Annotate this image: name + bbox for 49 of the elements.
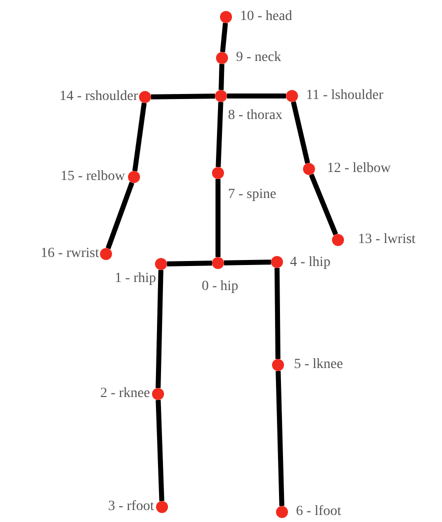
bone-line [276, 370, 284, 506]
joint-label: 8 - thorax [228, 108, 282, 124]
joint-dot [128, 171, 140, 183]
joint-label: 15 - relbow [60, 169, 125, 185]
joint-dot [303, 163, 315, 175]
bone-line [166, 260, 212, 266]
bone-line [218, 64, 224, 90]
joint-dot [215, 90, 227, 102]
joint-label: 13 - lwrist [358, 232, 416, 248]
joint-label: 9 - neck [236, 50, 282, 66]
joint-dot [156, 501, 168, 513]
bone-line [156, 270, 164, 388]
joint-label: 3 - rfoot [108, 499, 154, 515]
bone-line [156, 400, 164, 502]
bone-line [132, 102, 147, 172]
bone-line [220, 22, 228, 52]
joint-label: 1 - rhip [114, 271, 156, 287]
joint-dot [286, 90, 298, 102]
bone-line [150, 94, 216, 100]
joint-label: 7 - spine [228, 187, 276, 203]
joint-label: 10 - head [240, 9, 292, 25]
joint-label: 2 - rknee [100, 386, 150, 402]
joint-dot [272, 359, 284, 371]
joint-label: 6 - lfoot [296, 504, 342, 520]
joint-label: 4 - lhip [290, 255, 330, 271]
joint-dot [332, 234, 344, 246]
joint-dot [276, 506, 288, 518]
bone-line [227, 94, 286, 98]
joint-label: 5 - lknee [294, 357, 343, 373]
joint-label: 0 - hip [202, 279, 238, 295]
joint-dot [152, 388, 164, 400]
joint-dot [139, 91, 151, 103]
bone-line [224, 260, 272, 266]
joint-dot [216, 52, 228, 64]
joint-dot [100, 248, 112, 260]
joint-dot [155, 258, 167, 270]
joint-label: 11 - lshoulder [306, 88, 384, 104]
bone-line [216, 102, 224, 168]
joint-dot [271, 256, 283, 268]
bone-line [216, 179, 220, 257]
joint-label: 16 - rwrist [40, 246, 99, 262]
bone-line [308, 174, 338, 236]
joint-dot [220, 11, 232, 23]
joint-label: 14 - rshoulder [59, 89, 138, 105]
bone-line [106, 182, 134, 250]
joint-label: 12 - lelbow [327, 161, 391, 177]
bone-line [290, 101, 310, 164]
joint-dot [212, 257, 224, 269]
joint-dot [212, 167, 224, 179]
